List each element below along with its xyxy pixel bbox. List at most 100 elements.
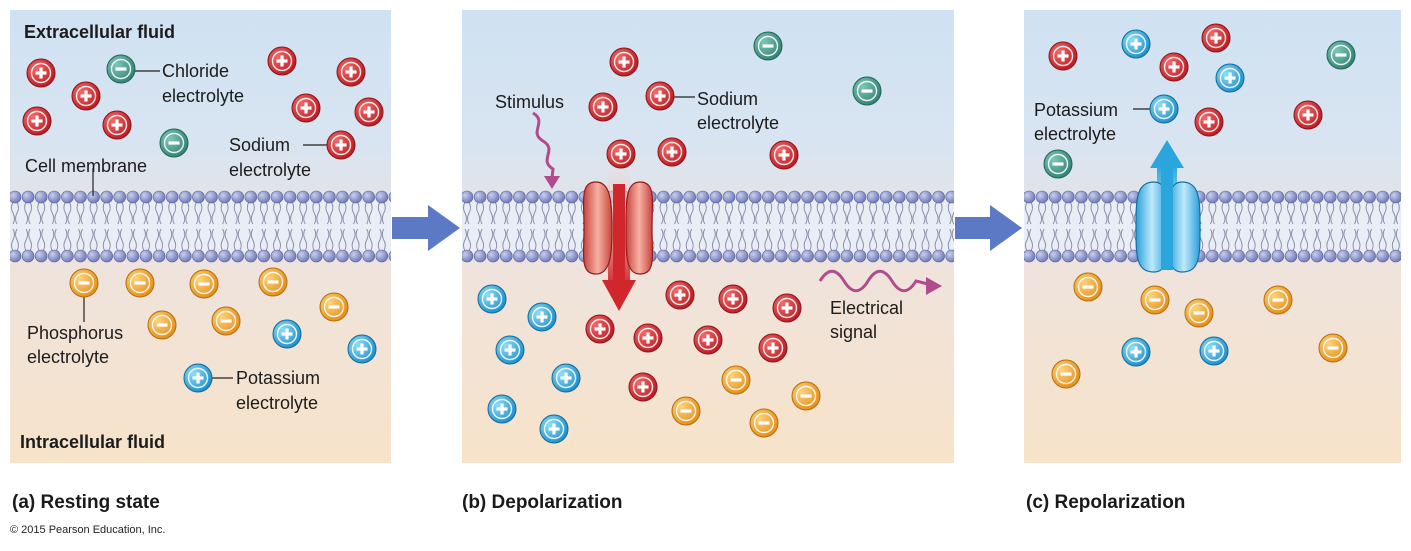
minus-icon [156, 323, 168, 327]
plus-icon [767, 342, 779, 354]
chloride-ion [1043, 149, 1073, 179]
plus-icon [1210, 32, 1222, 44]
plus-icon [1224, 72, 1236, 84]
sodium-ion [588, 92, 618, 122]
sodium-ion [628, 372, 658, 402]
minus-icon [328, 305, 340, 309]
plus-icon [276, 55, 288, 67]
electrical-signal-label-line2: signal [830, 322, 877, 342]
minus-icon [1335, 53, 1347, 57]
potassium-ion [1215, 63, 1245, 93]
sodium-ion [718, 284, 748, 314]
extracellular-fluid-label: Extracellular fluid [24, 22, 175, 42]
phosphorus-ion [721, 365, 751, 395]
plus-icon [654, 90, 666, 102]
plus-icon [597, 101, 609, 113]
stimulus-wave-arrow [532, 111, 555, 179]
sodium-ion [71, 81, 101, 111]
sodium-ion [606, 139, 636, 169]
phosphorus-ion [1318, 333, 1348, 363]
caption-repolarization: (c) Repolarization [1026, 492, 1186, 513]
plus-icon [781, 302, 793, 314]
plus-icon [594, 323, 606, 335]
sodium-ion [336, 57, 366, 87]
potassium-ion [477, 284, 507, 314]
labels-layer: Extracellular fluid Intracellular fluid … [20, 22, 1118, 452]
chloride-ion [852, 76, 882, 106]
sodium-ion [102, 110, 132, 140]
plus-icon [778, 149, 790, 161]
phosphorus-ion [671, 396, 701, 426]
plus-icon [335, 139, 347, 151]
potassium-ion [527, 302, 557, 332]
sodium-ion [693, 325, 723, 355]
minus-icon [762, 44, 774, 48]
sodium-ion [758, 333, 788, 363]
plus-icon [356, 343, 368, 355]
minus-icon [1327, 346, 1339, 350]
potassium-ion [551, 363, 581, 393]
potassium-ion [495, 335, 525, 365]
electrical-signal-label-line1: Electrical [830, 298, 903, 318]
phosphorus-label-line2: electrolyte [27, 347, 109, 367]
minus-icon [267, 280, 279, 284]
minus-icon [168, 141, 180, 145]
potassium-label-a-line1: Potassium [236, 368, 320, 388]
minus-icon [1052, 162, 1064, 166]
electrical-signal-wave-arrow [818, 269, 929, 293]
chloride-label-line1: Chloride [162, 61, 229, 81]
plus-icon [674, 289, 686, 301]
potassium-ion [1121, 337, 1151, 367]
minus-icon [1060, 372, 1072, 376]
caption-resting-state: (a) Resting state [12, 492, 160, 513]
sodium-ion [1194, 107, 1224, 137]
cell-membrane-b [462, 190, 954, 263]
caption-depolarization: (b) Depolarization [462, 492, 623, 513]
phosphorus-ion [1140, 285, 1170, 315]
minus-icon [1272, 298, 1284, 302]
plus-icon [363, 106, 375, 118]
sodium-ion [1201, 23, 1231, 53]
phosphorus-ion [1051, 359, 1081, 389]
potassium-efflux-arrow [1150, 140, 1184, 270]
phosphorus-ion [125, 268, 155, 298]
sodium-ion [291, 93, 321, 123]
flow-arrow-a-to-b [392, 205, 460, 251]
potassium-label-c-line2: electrolyte [1034, 124, 1116, 144]
plus-icon [1130, 38, 1142, 50]
chloride-ion [159, 128, 189, 158]
potassium-ion [272, 319, 302, 349]
plus-icon [31, 115, 43, 127]
potassium-label-c-line1: Potassium [1034, 100, 1118, 120]
sodium-ion [585, 314, 615, 344]
potassium-ion [1121, 29, 1151, 59]
minus-icon [198, 282, 210, 286]
plus-icon [345, 66, 357, 78]
plus-icon [35, 67, 47, 79]
minus-icon [730, 378, 742, 382]
plus-icon [1208, 345, 1220, 357]
sodium-label-a-line2: electrolyte [229, 160, 311, 180]
phosphorus-ion [1263, 285, 1293, 315]
sodium-ion [26, 58, 56, 88]
phosphorus-ion [189, 269, 219, 299]
sodium-ion [267, 46, 297, 76]
phosphorus-ion [1184, 298, 1214, 328]
chloride-label-line2: electrolyte [162, 86, 244, 106]
sodium-label-b-line1: Sodium [697, 89, 758, 109]
sodium-ion [769, 140, 799, 170]
minus-icon [134, 281, 146, 285]
potassium-ion [1149, 94, 1179, 124]
chloride-ion [1326, 40, 1356, 70]
phosphorus-ion [749, 408, 779, 438]
plus-icon [486, 293, 498, 305]
chloride-ion [753, 31, 783, 61]
plus-icon [111, 119, 123, 131]
plus-icon [504, 344, 516, 356]
minus-icon [758, 421, 770, 425]
flow-arrow-b-to-c [955, 205, 1022, 251]
cell-membrane-label: Cell membrane [25, 156, 147, 176]
sodium-ion [22, 106, 52, 136]
sodium-ion [1159, 52, 1189, 82]
plus-icon [281, 328, 293, 340]
